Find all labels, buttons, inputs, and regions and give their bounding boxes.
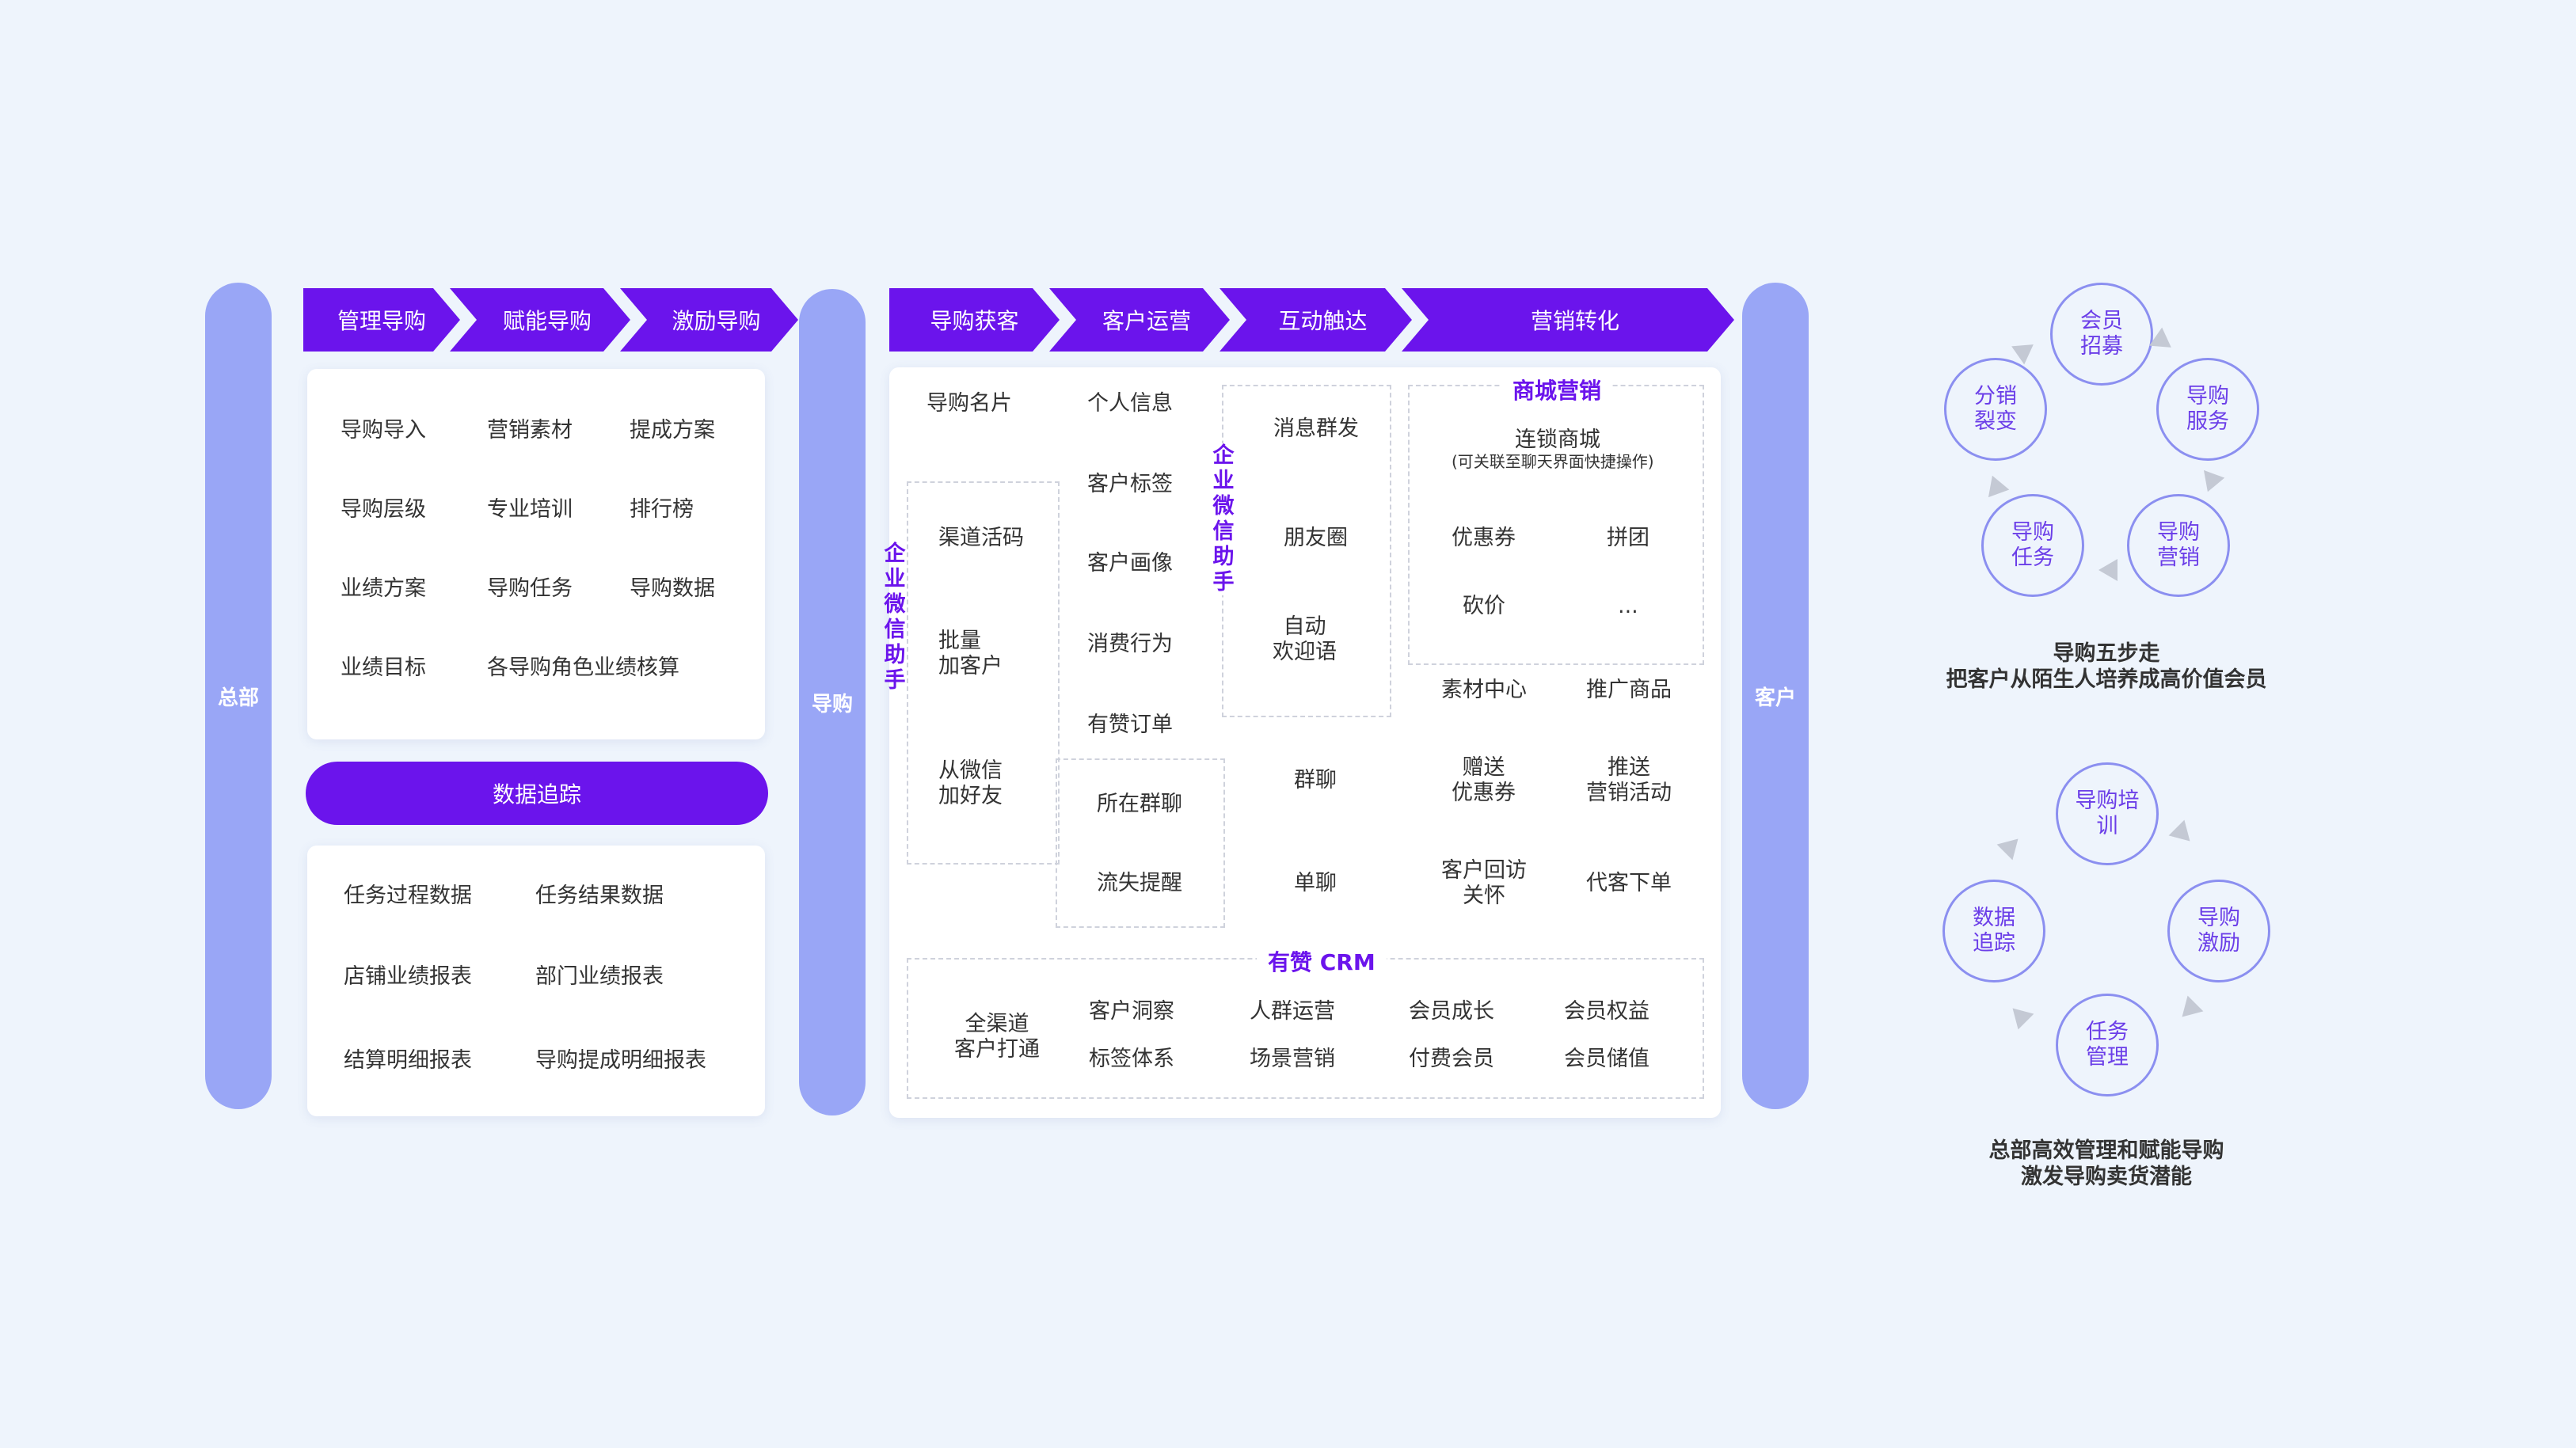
cycle-arrow-icon (2098, 559, 2117, 581)
cycle1-caption: 导购五步走 把客户从陌生人培养成高价值会员 (1946, 641, 2267, 692)
crm-lead: 全渠道 客户打通 (954, 1012, 1040, 1062)
operate-item: 有赞订单 (1087, 713, 1173, 737)
reach-item: 朋友圈 (1284, 526, 1348, 550)
reach-item: 消息群发 (1273, 416, 1359, 441)
cycle2-task-management: 任务 管理 (2056, 994, 2159, 1096)
operate-group (1056, 758, 1225, 928)
cycle2-data-tracking: 数据 追踪 (1942, 880, 2045, 982)
acquire-group (907, 481, 1060, 865)
crm-item: 场景营销 (1250, 1047, 1335, 1071)
crm-item: 会员成长 (1409, 999, 1494, 1024)
cycle1-guide-service: 导购 服务 (2156, 358, 2259, 461)
operate-item: 个人信息 (1087, 391, 1173, 416)
customer-pillar: 客户 (1742, 283, 1809, 1109)
channel-code: 渠道活码 (938, 526, 1024, 550)
mall-item: 优惠券 (1452, 526, 1516, 550)
hq-label: 总部 (217, 686, 259, 710)
grid-item: 营销素材 (487, 418, 573, 443)
reach-item: 自动 欢迎语 (1273, 614, 1337, 664)
cycle1-distribution: 分销 裂变 (1944, 358, 2047, 461)
customer-label: 客户 (1754, 686, 1796, 710)
hq-reports-card: 任务过程数据 任务结果数据 店铺业绩报表 部门业绩报表 结算明细报表 导购提成明… (307, 846, 765, 1116)
data-tracking-button[interactable]: 数据追踪 (306, 762, 768, 825)
mall-title: 商城营销 (1501, 374, 1613, 405)
report-item: 导购提成明细报表 (535, 1048, 706, 1073)
single-chat: 单聊 (1294, 871, 1337, 895)
grid-item: 提成方案 (630, 418, 715, 443)
guide-process-arrows: 导购获客 客户运营 互动触达 营销转化 (889, 288, 1724, 352)
batch-add: 批量 加客户 (938, 629, 1003, 678)
cycle-arrow-icon (1996, 830, 2026, 861)
convert-item: 代客下单 (1586, 871, 1672, 895)
cycle1-guide-marketing: 导购 营销 (2127, 494, 2230, 597)
crm-title: 有赞 CRM (1257, 945, 1387, 977)
cycle2-caption: 总部高效管理和赋能导购 激发导购卖货潜能 (1988, 1138, 2224, 1189)
guide-label: 导购 (811, 692, 853, 716)
group-chat-location: 所在群聊 (1097, 792, 1182, 816)
cycle-arrow-icon (2004, 1000, 2034, 1030)
chain-mall: 连锁商城 (1515, 428, 1600, 452)
cycle-arrow-icon (2174, 995, 2204, 1025)
cycle-arrow-icon (2168, 819, 2198, 849)
operate-item: 消费行为 (1087, 632, 1173, 656)
grid-item: 导购导入 (341, 418, 426, 443)
arrow-empower: 赋能导购 (450, 288, 630, 352)
cycle-arrow-icon (2149, 327, 2178, 357)
crm-item: 人群运营 (1250, 999, 1335, 1024)
cycle2-guide-training: 导购培 训 (2056, 762, 2159, 865)
grid-item: 排行榜 (630, 497, 694, 522)
arrow-incentive: 激励导购 (620, 288, 798, 352)
grid-item: 各导购角色业绩核算 (487, 656, 679, 680)
hq-function-card: 导购导入 营销素材 提成方案 导购层级 专业培训 排行榜 业绩方案 导购任务 导… (307, 369, 765, 739)
churn-alert: 流失提醒 (1097, 871, 1182, 895)
crm-item: 客户洞察 (1089, 999, 1174, 1024)
convert-item: 素材中心 (1441, 678, 1527, 702)
convert-item: 客户回访 关怀 (1441, 858, 1527, 908)
arrow-acquire: 导购获客 (889, 288, 1060, 352)
name-card: 导购名片 (927, 391, 1012, 416)
guide-function-card: 导购名片 企业微信助手 渠道活码 批量 加客户 从微信 加好友 个人信息 客户标… (885, 367, 1721, 1118)
chain-mall-note: (可关联至聊天界面快捷操作) (1452, 452, 1654, 471)
crm-item: 会员储值 (1564, 1047, 1649, 1071)
grid-item: 导购层级 (341, 497, 426, 522)
convert-item: 推广商品 (1586, 678, 1672, 702)
wechat-assistant-label-2: 企业微信助手 (1212, 443, 1235, 595)
grid-item: 业绩方案 (341, 576, 426, 601)
hq-pillar: 总部 (205, 283, 272, 1109)
cycle-arrow-icon (1981, 471, 2010, 498)
report-item: 任务过程数据 (344, 884, 472, 908)
cycle1-member-recruit: 会员 招募 (2050, 283, 2153, 386)
mall-item: 砍价 (1463, 594, 1505, 618)
cycle-arrow-icon (2011, 335, 2040, 365)
mall-item: 拼团 (1607, 526, 1649, 550)
report-item: 部门业绩报表 (535, 964, 664, 989)
cycle2-guide-incentive: 导购 激励 (2167, 880, 2270, 982)
grid-item: 导购数据 (630, 576, 715, 601)
arrow-manage: 管理导购 (303, 288, 460, 352)
operate-item: 客户标签 (1087, 472, 1173, 496)
arrow-convert: 营销转化 (1402, 288, 1734, 352)
operate-item: 客户画像 (1087, 551, 1173, 576)
cycle1-guide-task: 导购 任务 (1981, 494, 2084, 597)
add-from-wechat: 从微信 加好友 (938, 758, 1003, 808)
report-item: 任务结果数据 (535, 884, 664, 908)
report-item: 店铺业绩报表 (344, 964, 472, 989)
convert-item: 推送 营销活动 (1586, 755, 1672, 805)
guide-pillar: 导购 (799, 289, 866, 1115)
mall-item: ... (1618, 594, 1638, 618)
cycle-arrow-icon (2197, 469, 2225, 496)
crm-item: 会员权益 (1564, 999, 1649, 1024)
grid-item: 专业培训 (487, 497, 573, 522)
crm-item: 付费会员 (1409, 1047, 1494, 1071)
crm-item: 标签体系 (1089, 1047, 1174, 1071)
arrow-reach: 互动触达 (1220, 288, 1412, 352)
group-chat: 群聊 (1294, 768, 1337, 792)
grid-item: 导购任务 (487, 576, 573, 601)
grid-item: 业绩目标 (341, 656, 426, 680)
convert-item: 赠送 优惠券 (1452, 755, 1516, 805)
arrow-operate: 客户运营 (1049, 288, 1230, 352)
hq-process-arrows: 管理导购 赋能导购 激励导购 (303, 288, 788, 352)
wechat-assistant-label: 企业微信助手 (884, 542, 906, 693)
report-item: 结算明细报表 (344, 1048, 472, 1073)
